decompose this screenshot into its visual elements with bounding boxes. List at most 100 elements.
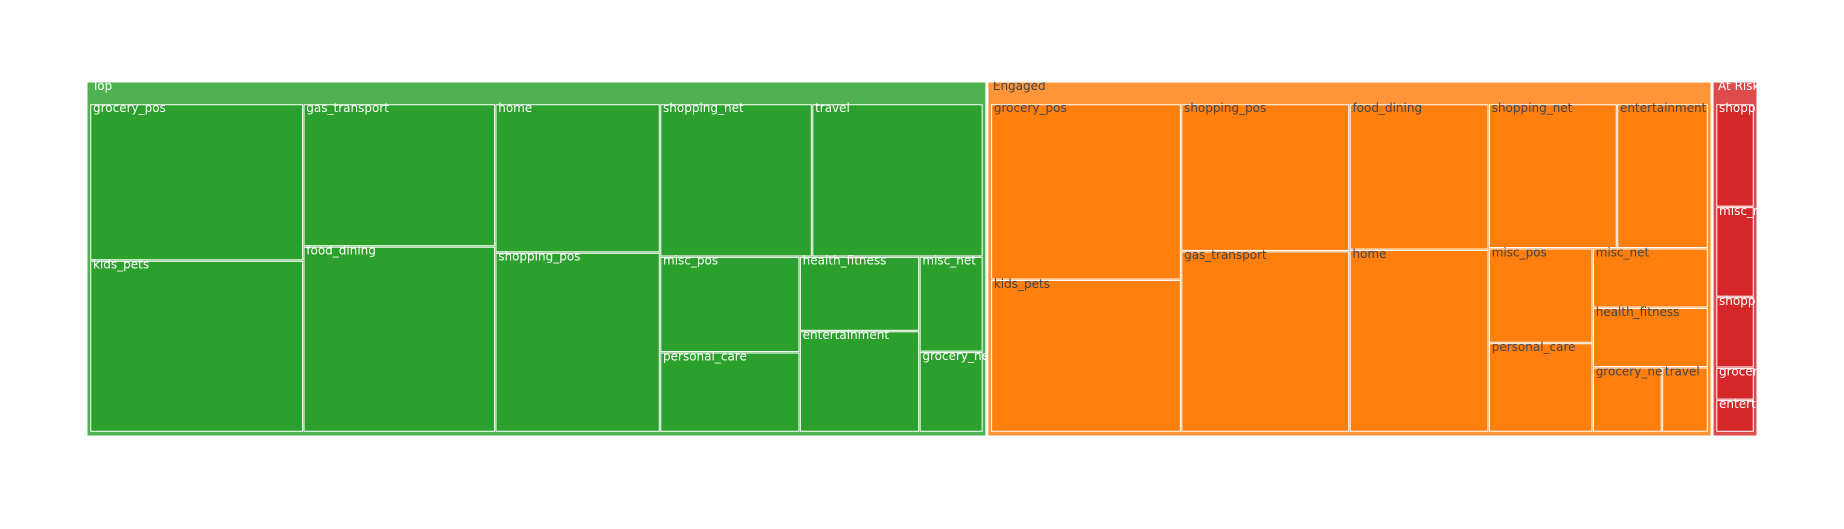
leaf-label: shopping_net xyxy=(1719,294,1800,308)
leaf-tile[interactable] xyxy=(1349,104,1489,250)
leaf-label: grocery_net xyxy=(1719,365,1791,379)
leaf-tile[interactable] xyxy=(495,252,660,432)
leaf-misc_net[interactable]: misc_net xyxy=(919,254,983,352)
leaf-tile[interactable] xyxy=(660,352,800,432)
leaf-tile[interactable] xyxy=(1181,251,1350,432)
leaf-tile[interactable] xyxy=(1662,367,1708,432)
leaf-misc_pos[interactable]: misc_pos xyxy=(1488,245,1593,343)
leaf-shopping_net[interactable]: shopping_net xyxy=(1488,101,1617,249)
leaf-label: health_fitness xyxy=(803,254,887,268)
leaf-food_dining[interactable]: food_dining xyxy=(1349,101,1489,250)
leaf-tile[interactable] xyxy=(799,256,920,331)
leaf-grocery_net[interactable]: grocery_net xyxy=(1716,365,1791,400)
leaf-travel[interactable]: travel xyxy=(1662,364,1708,432)
leaf-tile[interactable] xyxy=(919,256,983,352)
leaf-label: travel xyxy=(815,101,850,115)
leaf-tile[interactable] xyxy=(1716,104,1754,207)
leaf-home[interactable]: home xyxy=(495,101,660,253)
leaf-tile[interactable] xyxy=(1592,367,1662,432)
leaf-shopping_net[interactable]: shopping_net xyxy=(1716,294,1800,368)
leaf-label: kids_pets xyxy=(93,258,149,272)
leaf-tile[interactable] xyxy=(303,246,495,432)
leaf-label: travel xyxy=(1665,364,1700,378)
leaf-tile[interactable] xyxy=(1716,400,1754,432)
leaf-tile[interactable] xyxy=(919,352,983,432)
leaf-label: gas_transport xyxy=(306,101,389,115)
leaf-misc_pos[interactable]: misc_pos xyxy=(660,254,800,353)
group-engaged[interactable]: Engaged grocery_pos kids_pets shopping_posg… xyxy=(987,79,1712,437)
leaf-label: grocery_net xyxy=(1596,364,1668,378)
leaf-label: personal_care xyxy=(663,349,747,363)
leaf-label: entertainment xyxy=(803,328,890,342)
leaf-tile[interactable] xyxy=(1617,104,1708,249)
leaf-label: misc_net xyxy=(1596,245,1650,259)
leaf-tile[interactable] xyxy=(1488,343,1593,432)
leaf-label: grocery_net xyxy=(922,349,994,363)
leaf-kids_pets[interactable]: kids_pets xyxy=(90,258,304,432)
leaf-tile[interactable] xyxy=(991,280,1181,432)
leaf-tile[interactable] xyxy=(90,260,304,432)
leaf-tile[interactable] xyxy=(1592,308,1708,368)
leaf-label: gas_transport xyxy=(1184,248,1267,262)
leaf-label: food_dining xyxy=(306,243,376,257)
leaf-tile[interactable] xyxy=(991,104,1181,280)
leaf-personal_care[interactable]: personal_care xyxy=(660,349,800,432)
leaf-home[interactable]: home xyxy=(1349,247,1489,432)
leaf-label: grocery_pos xyxy=(93,101,166,115)
leaf-grocery_net[interactable]: grocery_net xyxy=(919,349,994,432)
leaf-label: shopping_net xyxy=(663,101,744,115)
leaf-shopping_net[interactable]: shopping_net xyxy=(660,101,812,257)
leaf-tile[interactable] xyxy=(1716,207,1754,297)
leaf-label: home xyxy=(1352,247,1386,261)
leaf-entertainment[interactable]: entertainment xyxy=(1617,101,1708,249)
leaf-shopping_pos[interactable]: shopping_pos xyxy=(1716,101,1801,207)
leaf-shopping_pos[interactable]: shopping_pos xyxy=(1181,101,1350,251)
leaf-tile[interactable] xyxy=(812,104,983,257)
group-at-risk[interactable]: At Riskshopping_posmisc_netshopping_netg… xyxy=(1712,79,1806,437)
leaf-tile[interactable] xyxy=(660,104,812,257)
leaf-entertainment[interactable]: entertainment xyxy=(1716,397,1806,432)
leaf-gas_transport[interactable]: gas_transport xyxy=(1181,248,1350,432)
leaf-tile[interactable] xyxy=(90,104,304,261)
leaf-gas_transport[interactable]: gas_transport xyxy=(303,101,495,247)
leaf-travel[interactable]: travel xyxy=(812,101,983,257)
leaf-label: misc_pos xyxy=(663,254,718,268)
leaf-tile[interactable] xyxy=(1488,104,1617,249)
leaf-tile[interactable] xyxy=(1716,297,1754,368)
leaf-tile[interactable] xyxy=(495,104,660,253)
leaf-food_dining[interactable]: food_dining xyxy=(303,243,495,432)
leaf-grocery_pos[interactable]: grocery_pos xyxy=(90,101,304,261)
leaf-grocery_net[interactable]: grocery_net xyxy=(1592,364,1668,432)
leaf-kids_pets[interactable]: kids_pets xyxy=(991,277,1181,432)
leaf-personal_care[interactable]: personal_care xyxy=(1488,340,1593,432)
leaf-tile[interactable] xyxy=(1716,367,1754,400)
leaf-label: shopping_pos xyxy=(1719,101,1801,115)
leaf-health_fitness[interactable]: health_fitness xyxy=(1592,305,1708,368)
leaf-label: shopping_pos xyxy=(498,250,580,264)
leaf-misc_net[interactable]: misc_net xyxy=(1592,245,1708,308)
leaf-grocery_pos[interactable]: grocery_pos xyxy=(991,101,1181,280)
leaf-misc_net[interactable]: misc_net xyxy=(1716,204,1773,297)
leaf-shopping_pos[interactable]: shopping_pos xyxy=(495,250,660,432)
leaf-label: home xyxy=(498,101,532,115)
leaf-tile[interactable] xyxy=(799,331,920,432)
leaf-entertainment[interactable]: entertainment xyxy=(799,328,920,432)
leaf-label: grocery_pos xyxy=(994,101,1067,115)
leaf-tile[interactable] xyxy=(1349,250,1489,432)
leaf-label: shopping_pos xyxy=(1184,101,1266,115)
group-top[interactable]: Topgrocery_poskids_petsgas_transportfood… xyxy=(86,79,994,437)
leaf-label: personal_care xyxy=(1492,340,1576,354)
leaf-label: shopping_net xyxy=(1492,101,1573,115)
leaf-tile[interactable] xyxy=(660,256,800,353)
group-label: Engaged xyxy=(993,79,1046,93)
leaf-tile[interactable] xyxy=(303,104,495,247)
leaf-tile[interactable] xyxy=(1592,248,1708,308)
leaf-health_fitness[interactable]: health_fitness xyxy=(799,254,920,331)
leaf-label: food_dining xyxy=(1352,101,1422,115)
leaf-tile[interactable] xyxy=(1181,104,1350,251)
leaf-label: entertainment xyxy=(1620,101,1707,115)
leaf-label: misc_pos xyxy=(1492,245,1547,259)
leaf-tile[interactable] xyxy=(1488,248,1593,343)
